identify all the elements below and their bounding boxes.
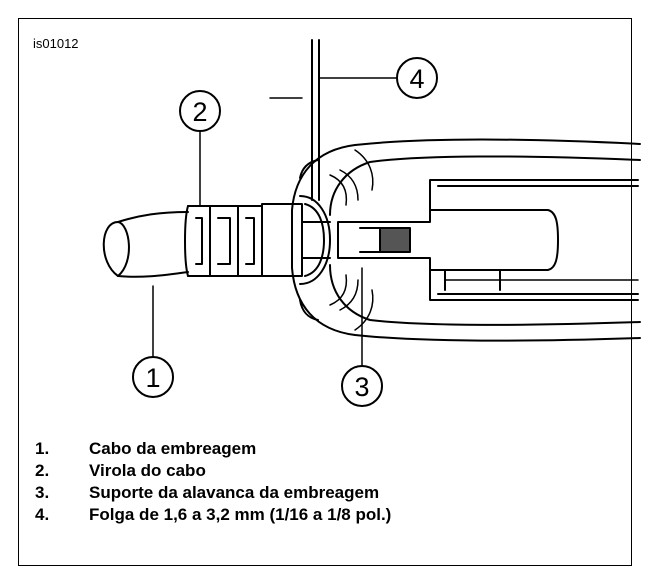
- callout-4-label: 4: [409, 64, 424, 94]
- legend-number: 1.: [35, 439, 50, 458]
- lever-bracket: [291, 138, 641, 342]
- clutch-cable: [102, 211, 189, 278]
- legend-item: 4. Folga de 1,6 a 3,2 mm (1/16 a 1/8 pol…: [35, 504, 391, 526]
- gap-reference-lines: [269, 39, 320, 201]
- clutch-cable-illustration: 2 4 1 3: [102, 39, 641, 407]
- figure-frame: [18, 18, 632, 566]
- legend-number: 3.: [35, 483, 50, 502]
- legend-number: 4.: [35, 505, 50, 524]
- callout-1: 1: [132, 356, 174, 398]
- callout-1-label: 1: [145, 363, 160, 393]
- leader-lines: [152, 77, 398, 367]
- callout-2: 2: [179, 90, 221, 132]
- legend-number: 2.: [35, 461, 50, 480]
- cable-ferrule: [184, 195, 331, 285]
- legend-text: Folga de 1,6 a 3,2 mm (1/16 a 1/8 pol.): [89, 505, 392, 524]
- legend-text: Cabo da embreagem: [89, 439, 257, 458]
- callout-3: 3: [341, 365, 383, 407]
- legend-text: Virola do cabo: [89, 461, 206, 480]
- legend-item: 3. Suporte da alavanca da embreagem: [35, 482, 391, 504]
- legend: 1. Cabo da embreagem 2. Virola do cabo 3…: [35, 438, 391, 526]
- figure-id: is01012: [33, 36, 79, 51]
- callout-4: 4: [396, 57, 438, 99]
- legend-item: 2. Virola do cabo: [35, 460, 391, 482]
- callout-2-label: 2: [192, 97, 207, 127]
- legend-text: Suporte da alavanca da embreagem: [89, 483, 380, 502]
- legend-item: 1. Cabo da embreagem: [35, 438, 391, 460]
- callout-3-label: 3: [354, 372, 369, 402]
